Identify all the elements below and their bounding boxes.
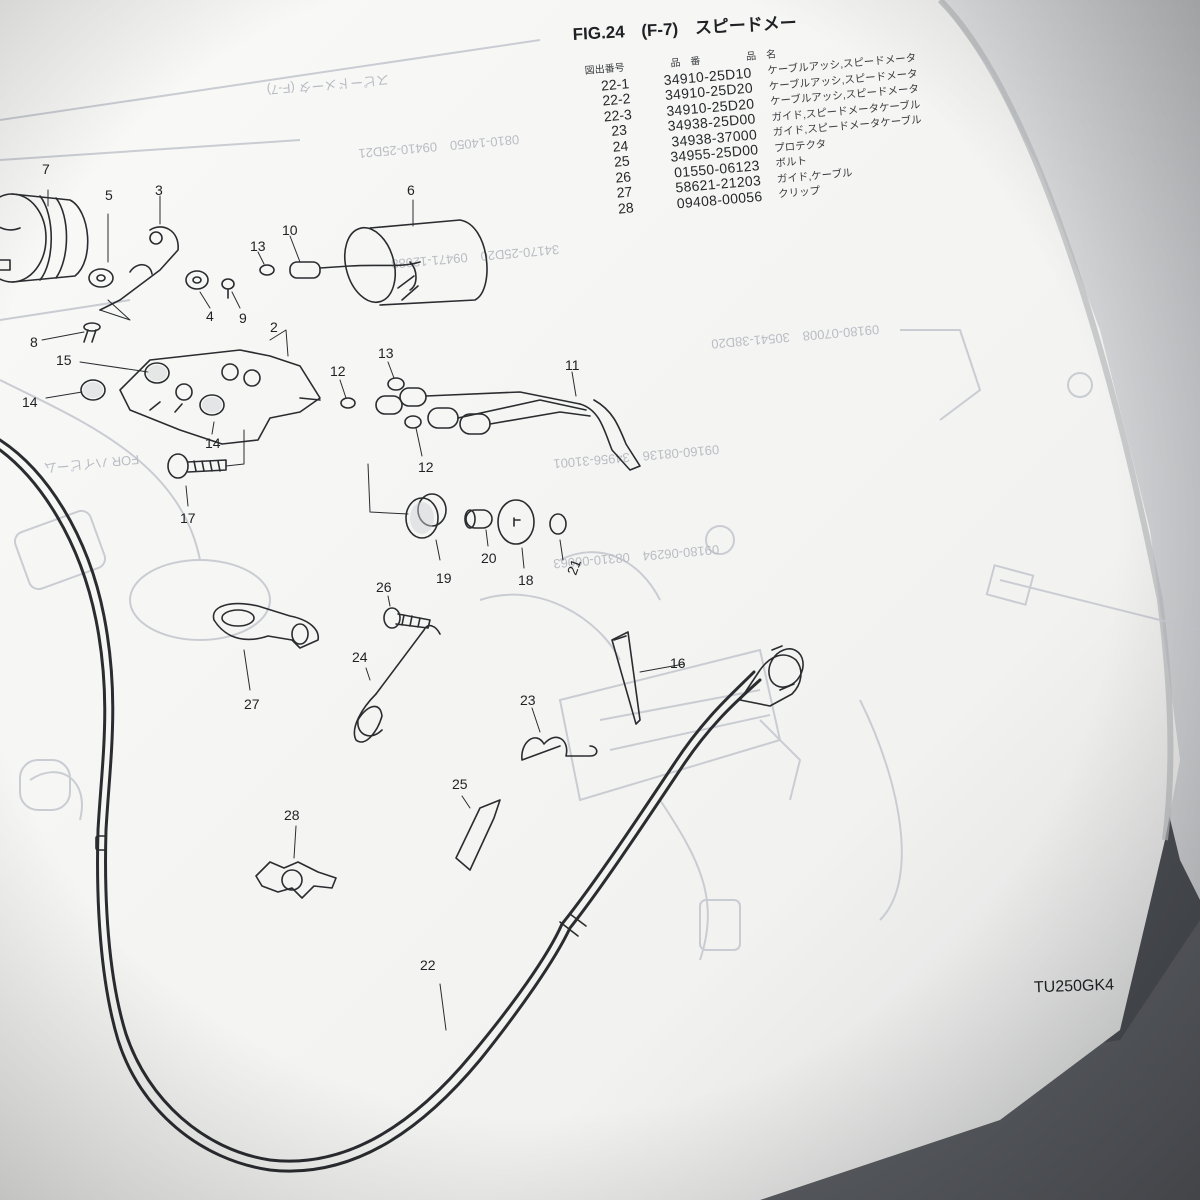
callout-26: 26 [376, 579, 392, 595]
callout-27: 27 [244, 696, 260, 712]
callout-15: 15 [56, 352, 72, 368]
callout-3: 3 [155, 182, 163, 198]
callout-5: 5 [105, 187, 113, 203]
callout-19: 19 [436, 570, 452, 586]
callout-9: 9 [239, 310, 247, 326]
callout-24: 24 [352, 649, 368, 665]
callout-25: 25 [452, 776, 468, 792]
callout-2: 2 [270, 319, 278, 335]
speedometer-gauge [0, 193, 89, 283]
callout-22: 22 [420, 957, 436, 973]
callout-8: 8 [30, 334, 38, 350]
model-code: TU250GK4 [1033, 976, 1115, 997]
callout-18: 18 [518, 572, 534, 588]
callout-12-lower: 12 [418, 459, 434, 475]
callout-11: 11 [565, 357, 580, 373]
callout-16: 16 [670, 655, 686, 671]
callout-4: 4 [206, 308, 214, 324]
callout-17: 17 [180, 510, 196, 526]
callout-23: 23 [520, 692, 536, 708]
callout-13-top: 13 [250, 238, 266, 254]
callout-14-center: 14 [205, 435, 221, 451]
speedometer-cable [0, 438, 804, 1173]
callout-20: 20 [481, 550, 497, 566]
callout-6: 6 [407, 182, 415, 198]
wiring-harness [375, 371, 641, 471]
callout-14-left: 14 [22, 394, 38, 410]
callout-7: 7 [42, 161, 50, 177]
callout-13-lower: 13 [378, 345, 394, 361]
callout-10: 10 [282, 222, 298, 238]
callout-12-upper: 12 [330, 363, 346, 379]
callout-28: 28 [284, 807, 300, 823]
